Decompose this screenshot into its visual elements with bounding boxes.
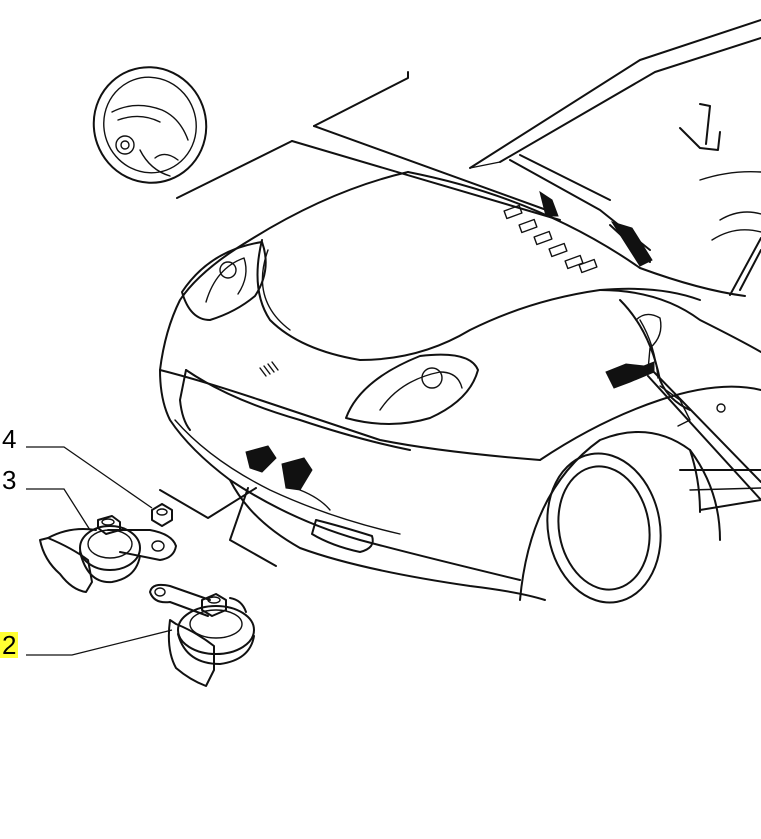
callout-label-4: 4: [2, 424, 17, 454]
leader-3: [26, 488, 91, 531]
nut-part: [151, 503, 173, 527]
hood-vents: [503, 204, 598, 274]
callout-leaders: [26, 446, 173, 656]
leader-2: [26, 629, 173, 656]
callout-label-2-highlighted: 2: [0, 630, 19, 660]
steering-wheel-icon: [92, 66, 208, 184]
assembly-pointer-lines: [159, 487, 277, 567]
leader-4: [26, 446, 153, 509]
car-front-outline: [159, 19, 761, 604]
horn-part-2: [149, 583, 255, 687]
callout-label-3: 3: [2, 465, 17, 495]
horn-part-3: [39, 515, 177, 593]
